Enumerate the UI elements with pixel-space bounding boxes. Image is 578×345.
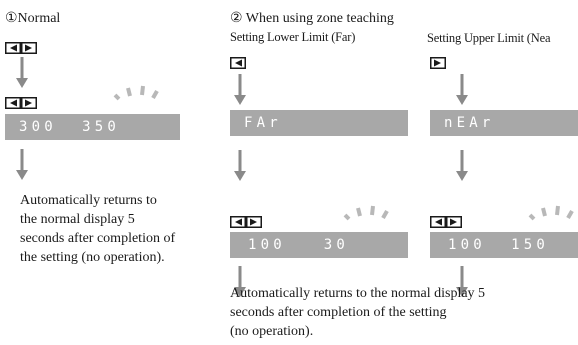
right-button-icon — [446, 216, 462, 228]
note-line: the normal display 5 — [20, 212, 135, 227]
far-value-display: 100 30 — [230, 232, 408, 258]
left-button-icon — [430, 216, 446, 228]
blink-rays-icon — [528, 204, 574, 221]
far-display: FAr — [230, 110, 408, 136]
note-line: seconds after completion of the setting — [230, 305, 447, 320]
right-button-icon — [430, 57, 446, 69]
near-label: Setting Upper Limit (Nea — [427, 31, 551, 45]
near-value-display: 100 150 — [430, 232, 578, 258]
far-label: Setting Lower Limit (Far) — [230, 30, 356, 44]
note-line: Automatically returns to the normal disp… — [230, 286, 486, 301]
blink-rays-icon — [113, 84, 159, 101]
note-line: seconds after completion of — [20, 231, 176, 246]
down-arrow-icon — [232, 72, 248, 107]
normal-heading: ①Normal — [5, 11, 61, 26]
left-button-icon — [5, 97, 21, 109]
down-arrow-icon — [232, 148, 248, 183]
zone-teaching-note: Automatically returns to the normal disp… — [230, 284, 485, 341]
right-button-icon — [21, 97, 37, 109]
left-button-icon — [230, 57, 246, 69]
down-arrow-icon — [14, 147, 30, 182]
down-arrow-icon — [14, 55, 30, 90]
blink-rays-icon — [343, 204, 389, 221]
note-line: Automatically returns to — [20, 193, 157, 208]
left-button-icon — [5, 42, 21, 54]
normal-display: 300 350 — [5, 114, 180, 140]
right-button-icon — [21, 42, 37, 54]
right-button-icon — [246, 216, 262, 228]
note-line: (no operation). — [230, 324, 314, 339]
note-line: the setting (no operation). — [20, 250, 165, 265]
down-arrow-icon — [454, 148, 470, 183]
zone-teaching-heading: ② When using zone teaching — [230, 11, 394, 26]
near-display: nEAr — [430, 110, 578, 136]
left-button-icon — [230, 216, 246, 228]
normal-note: Automatically returns to the normal disp… — [20, 191, 175, 267]
down-arrow-icon — [454, 72, 470, 107]
